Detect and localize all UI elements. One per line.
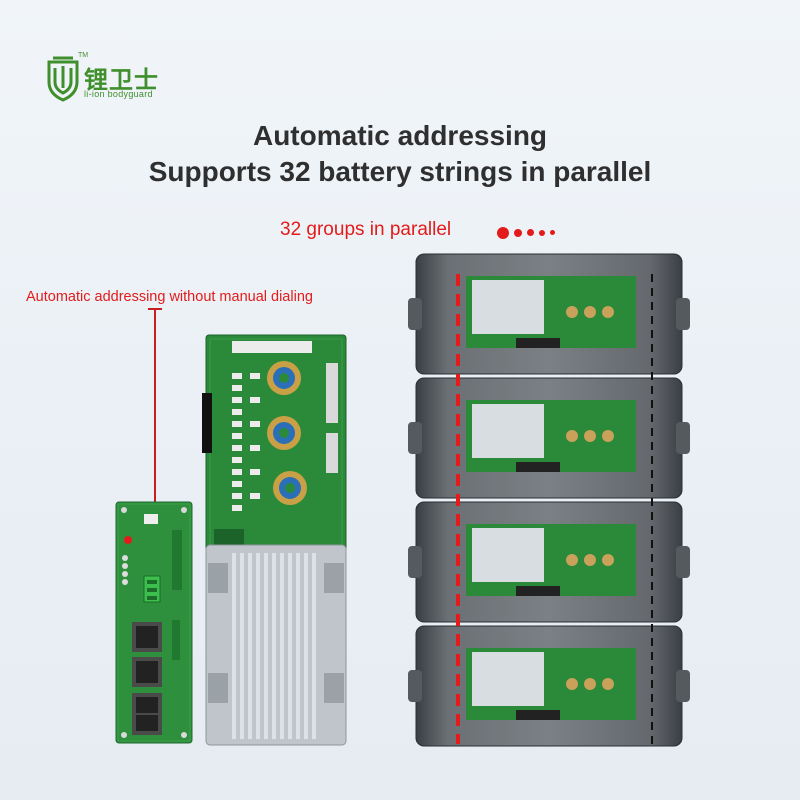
headline-line2: Supports 32 battery strings in parallel [148, 156, 652, 187]
brand-name-en: li-ion bodyguard [84, 89, 153, 99]
brand-logo: TM 锂卫士 li-ion bodyguard [44, 52, 204, 108]
shield-logo-icon [47, 56, 79, 102]
battery-module [408, 501, 690, 623]
bms-main-board [202, 334, 347, 746]
battery-module [408, 377, 690, 499]
parallel-label: 32 groups in parallel [280, 219, 452, 240]
battery-module [408, 625, 690, 747]
headline-line1: Automatic addressing [252, 120, 548, 151]
battery-cabinet [408, 253, 690, 747]
parallel-dots-icon [497, 224, 560, 242]
battery-module [408, 253, 690, 375]
trademark: TM [78, 52, 89, 59]
brand-name-cn: 锂卫士 [84, 66, 159, 94]
auto-addressing-label: Automatic addressing without manual dial… [26, 289, 313, 305]
communication-board [115, 501, 193, 744]
